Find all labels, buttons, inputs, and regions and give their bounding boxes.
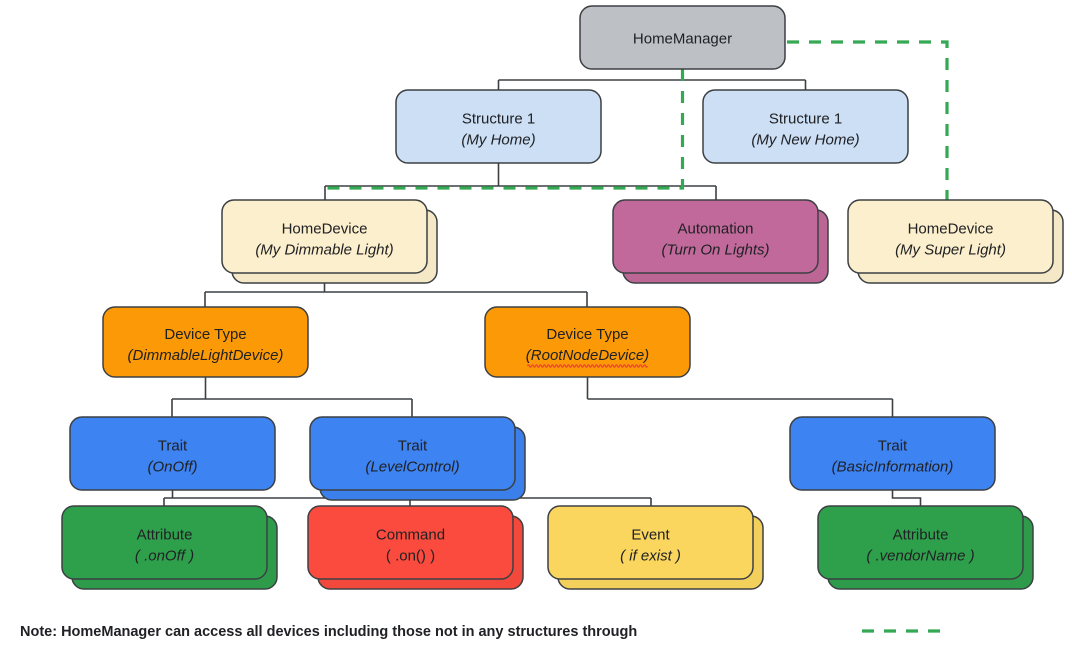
home-device-my-super-light-node-title: HomeDevice [908, 221, 994, 238]
dashed-edge-to-dimmable-light [326, 69, 685, 190]
edge-basicinformation-to-vendorname [891, 490, 922, 506]
attribute-onoff-node-box[interactable] [61, 505, 268, 580]
event-if-exist-node[interactable]: Event ( if exist ) [547, 505, 764, 590]
trait-levelcontrol-node-box[interactable] [309, 416, 516, 491]
trait-basicinformation-node-title: Trait [878, 438, 908, 455]
home-manager-node-title: HomeManager [633, 31, 732, 48]
trait-levelcontrol-node-title: Trait [398, 438, 428, 455]
command-on-node-box[interactable] [307, 505, 514, 580]
device-type-rootnodedevice-node-title: Device Type [546, 326, 628, 343]
event-if-exist-node-box[interactable] [547, 505, 754, 580]
event-if-exist-node-title: Event [631, 527, 670, 544]
home-device-my-dimmable-light-node[interactable]: HomeDevice (My Dimmable Light) [221, 199, 438, 284]
trait-onoff-node[interactable]: Trait (OnOff) [69, 416, 276, 491]
attribute-onoff-node[interactable]: Attribute ( .onOff ) [61, 505, 278, 590]
trait-basicinformation-node-box[interactable] [789, 416, 996, 491]
trait-levelcontrol-node-subtitle: (LevelControl) [365, 459, 459, 476]
device-type-dimmablelightdevice-node-box[interactable] [102, 306, 309, 378]
command-on-node[interactable]: Command ( .on() ) [307, 505, 524, 590]
structure-my-new-home-node-title: Structure 1 [769, 111, 842, 128]
home-device-my-dimmable-light-node-box[interactable] [221, 199, 428, 274]
device-type-rootnodedevice-node-subtitle: (RootNodeDevice) [526, 347, 649, 364]
trait-onoff-node-title: Trait [158, 438, 188, 455]
dashed-edge-to-super-light [787, 40, 949, 200]
attribute-vendorname-node-title: Attribute [893, 527, 949, 544]
command-on-node-subtitle: ( .on() ) [386, 548, 435, 565]
trait-onoff-node-box[interactable] [69, 416, 276, 491]
edge-myhome-to-children [324, 163, 717, 200]
trait-levelcontrol-node[interactable]: Trait (LevelControl) [309, 416, 526, 501]
edge-rootnodedevice-to-basicinformation [586, 377, 894, 417]
device-type-rootnodedevice-node[interactable]: Device Type (RootNodeDevice) [484, 306, 691, 378]
edge-homemanager-to-structures [497, 69, 807, 90]
structure-my-new-home-node[interactable]: Structure 1 (My New Home) [702, 89, 909, 164]
attribute-vendorname-node[interactable]: Attribute ( .vendorName ) [817, 505, 1034, 590]
home-device-my-super-light-node-subtitle: (My Super Light) [895, 242, 1006, 259]
attribute-onoff-node-title: Attribute [137, 527, 193, 544]
structure-my-new-home-node-subtitle: (My New Home) [751, 132, 859, 149]
trait-onoff-node-subtitle: (OnOff) [147, 459, 197, 476]
command-on-node-title: Command [376, 527, 445, 544]
automation-turn-on-lights-node-box[interactable] [612, 199, 819, 274]
automation-turn-on-lights-node-title: Automation [678, 221, 754, 238]
edge-dimmablelightdevice-to-traits [171, 377, 413, 417]
home-manager-node[interactable]: HomeManager [579, 5, 786, 70]
structure-my-home-node-box[interactable] [395, 89, 602, 164]
home-device-my-super-light-node[interactable]: HomeDevice (My Super Light) [847, 199, 1064, 284]
attribute-vendorname-node-box[interactable] [817, 505, 1024, 580]
device-type-rootnodedevice-node-box[interactable] [484, 306, 691, 378]
trait-basicinformation-node-subtitle: (BasicInformation) [832, 459, 954, 476]
automation-turn-on-lights-node[interactable]: Automation (Turn On Lights) [612, 199, 829, 284]
event-if-exist-node-subtitle: ( if exist ) [620, 548, 681, 565]
device-type-dimmablelightdevice-node-subtitle: (DimmableLightDevice) [128, 347, 284, 364]
trait-basicinformation-node[interactable]: Trait (BasicInformation) [789, 416, 996, 491]
structure-my-home-node[interactable]: Structure 1 (My Home) [395, 89, 602, 164]
structure-my-home-node-subtitle: (My Home) [461, 132, 535, 149]
home-manager-node-box[interactable] [579, 5, 786, 70]
device-type-dimmablelightdevice-node[interactable]: Device Type (DimmableLightDevice) [102, 306, 309, 378]
attribute-onoff-node-subtitle: ( .onOff ) [135, 548, 194, 565]
note-label: Note: HomeManager can access all devices… [20, 624, 637, 640]
home-device-my-dimmable-light-node-title: HomeDevice [282, 221, 368, 238]
automation-turn-on-lights-node-subtitle: (Turn On Lights) [661, 242, 769, 259]
device-type-dimmablelightdevice-node-title: Device Type [164, 326, 246, 343]
device-type-rootnodedevice-node-spellcheck-underline [526, 364, 649, 368]
attribute-vendorname-node-subtitle: ( .vendorName ) [866, 548, 974, 565]
home-device-my-dimmable-light-node-subtitle: (My Dimmable Light) [255, 242, 393, 259]
dashed-access-edges-group [326, 40, 949, 200]
home-device-my-super-light-node-box[interactable] [847, 199, 1054, 274]
structure-my-new-home-node-box[interactable] [702, 89, 909, 164]
structure-my-home-node-title: Structure 1 [462, 111, 535, 128]
